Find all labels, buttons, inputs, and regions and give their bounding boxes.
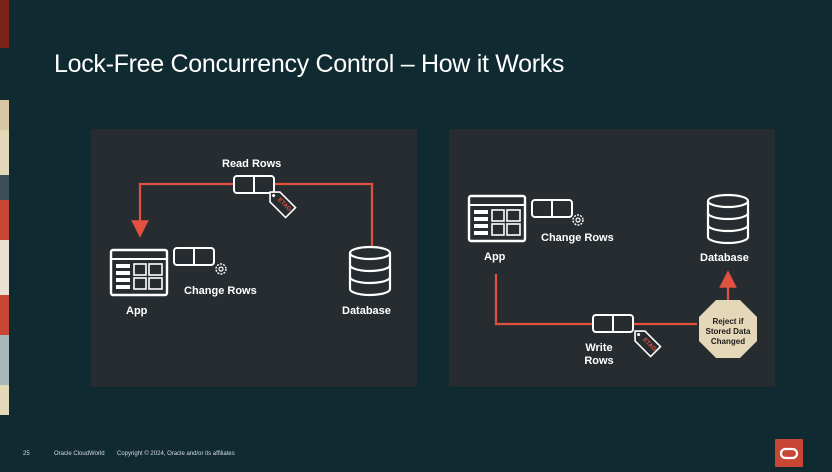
oracle-o-icon — [779, 447, 799, 460]
read-rows-label: Read Rows — [222, 158, 282, 170]
write-flow-panel: Change Rows App Database Write Rows ETAG… — [449, 129, 775, 387]
change-rows-label: Change Rows — [184, 285, 257, 297]
gear-icon — [215, 263, 227, 275]
oracle-logo — [775, 439, 803, 467]
database-label: Database — [700, 252, 749, 264]
app-window-icon — [109, 248, 169, 297]
slide-title: Lock-Free Concurrency Control – How it W… — [54, 50, 565, 78]
app-label: App — [126, 305, 148, 317]
decorative-left-strip — [0, 0, 9, 415]
write-label: Write — [585, 342, 613, 354]
reject-line-1: Reject if — [712, 317, 744, 326]
event-name: Oracle CloudWorld — [54, 451, 105, 457]
rows-icon — [592, 314, 634, 333]
reject-badge-text: Reject if Stored Data Changed — [698, 317, 758, 347]
reject-line-2: Stored Data — [705, 327, 751, 336]
reject-badge — [699, 300, 757, 358]
page-number: 25 — [23, 451, 30, 457]
database-icon — [706, 193, 750, 245]
app-window-icon — [467, 194, 527, 243]
read-flow-panel: Read Rows ETAG Change Rows App Database — [91, 129, 417, 387]
rows-icon — [233, 175, 275, 194]
rows-icon — [531, 199, 573, 218]
gear-icon — [572, 214, 584, 226]
read-flow-diagram — [109, 175, 392, 297]
copyright: Copyright © 2024, Oracle and/or its affi… — [117, 451, 235, 457]
etag-tag-icon — [269, 191, 297, 219]
change-rows-label: Change Rows — [541, 232, 614, 244]
write-flow-diagram — [467, 193, 757, 358]
database-icon — [348, 245, 392, 297]
reject-line-3: Changed — [710, 337, 746, 346]
rows-icon — [173, 247, 215, 266]
database-label: Database — [342, 305, 391, 317]
etag-tag-icon — [634, 330, 662, 358]
rows-label: Rows — [584, 355, 614, 367]
app-label: App — [484, 251, 506, 263]
